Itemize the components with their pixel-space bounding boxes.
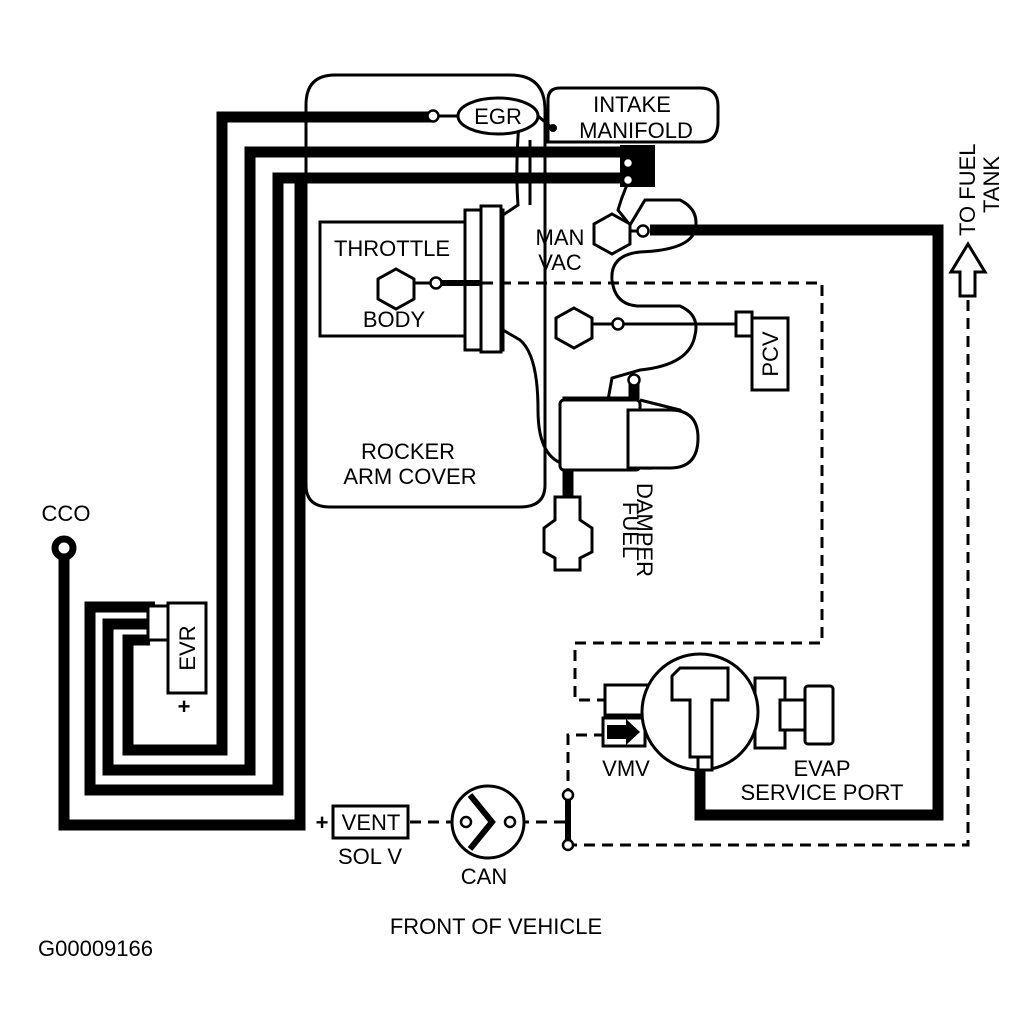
evap-label-line2: SERVICE PORT xyxy=(740,780,903,805)
evap-label-line1: EVAP xyxy=(793,756,850,781)
vent-label: VENT xyxy=(342,810,401,835)
canister xyxy=(450,784,526,860)
throttle-label-line1: THROTTLE xyxy=(334,236,450,261)
pcv-hex xyxy=(554,306,594,350)
evr-hose-bundle xyxy=(58,111,640,831)
throttle-to-vmv-dashed-line xyxy=(482,281,824,702)
manifold-port-1 xyxy=(621,156,635,170)
fuel-tank-dashed-line xyxy=(572,300,970,847)
to-fuel-label-line1: TO FUEL xyxy=(955,143,980,236)
pcv-port xyxy=(611,317,625,331)
evr-label: EVR xyxy=(175,625,200,670)
pcv-label: PCV xyxy=(758,331,783,377)
man-vac-port xyxy=(636,224,650,238)
canister-chevron xyxy=(467,793,496,851)
egr-label: EGR xyxy=(474,104,522,129)
throttle-label-line2: BODY xyxy=(363,307,426,332)
fuel-damper-valve xyxy=(542,495,594,572)
damper-port xyxy=(627,373,641,387)
evr-solenoid xyxy=(166,601,208,695)
evr-plus-label: + xyxy=(178,694,191,719)
to-fuel-label-line2: TANK xyxy=(979,156,1004,213)
front-of-vehicle-label: FRONT OF VEHICLE xyxy=(390,914,602,939)
egr-intake-dot xyxy=(549,124,557,132)
man-vac-loop-hose xyxy=(606,159,698,401)
can-port-right xyxy=(503,815,517,829)
egr-port xyxy=(426,109,440,123)
evr-fitting xyxy=(146,604,170,642)
can-port-left xyxy=(459,815,473,829)
vmv-flow-arrow-icon xyxy=(607,719,640,745)
man-vac-label-line1: MAN xyxy=(536,225,585,250)
fuel-damper-label-line1: FUEL xyxy=(618,502,643,558)
evap-service-cap xyxy=(803,684,835,746)
intake-manifold xyxy=(546,86,720,144)
vent-solenoid xyxy=(331,804,410,840)
cco-connector xyxy=(51,535,77,561)
junction-port-2 xyxy=(561,838,575,852)
hose-to-fuel-tank xyxy=(650,224,944,821)
figure-id: G00009166 xyxy=(38,936,153,961)
intake-label-line2: MANIFOLD xyxy=(579,118,693,143)
fuel-damper-body xyxy=(626,408,700,470)
vmv-valve-stem xyxy=(670,666,730,772)
throttle-lower-hose xyxy=(502,328,569,467)
manifold-port-2 xyxy=(621,173,635,187)
fuel-damper-label-line2: DAMPER xyxy=(632,483,657,577)
rocker-label-line1: ROCKER xyxy=(361,439,455,464)
evap-service-port xyxy=(778,698,807,732)
throttle-flange-inner xyxy=(479,204,503,354)
rocker-arm-cover xyxy=(304,73,547,509)
junction-port-1 xyxy=(561,788,575,802)
vent-plus-label: + xyxy=(316,810,329,835)
throttle-port xyxy=(429,276,443,290)
pcv-valve xyxy=(750,316,790,392)
man-vac-hex xyxy=(592,212,632,256)
can-label: CAN xyxy=(461,864,507,889)
man-vac-label-line2: VAC xyxy=(538,250,582,275)
throttle-port-hex xyxy=(376,267,416,311)
vmv-to-can-dashed-line xyxy=(566,733,605,790)
vmv-label: VMV xyxy=(602,756,650,781)
to-fuel-tank-arrow-icon xyxy=(948,241,988,298)
intake-label-line1: INTAKE xyxy=(593,92,671,117)
cco-label: CCO xyxy=(42,501,91,526)
pcv-valve-cap xyxy=(734,310,754,338)
rocker-label-line2: ARM COVER xyxy=(343,464,476,489)
sol-v-label: SOL V xyxy=(338,844,402,869)
